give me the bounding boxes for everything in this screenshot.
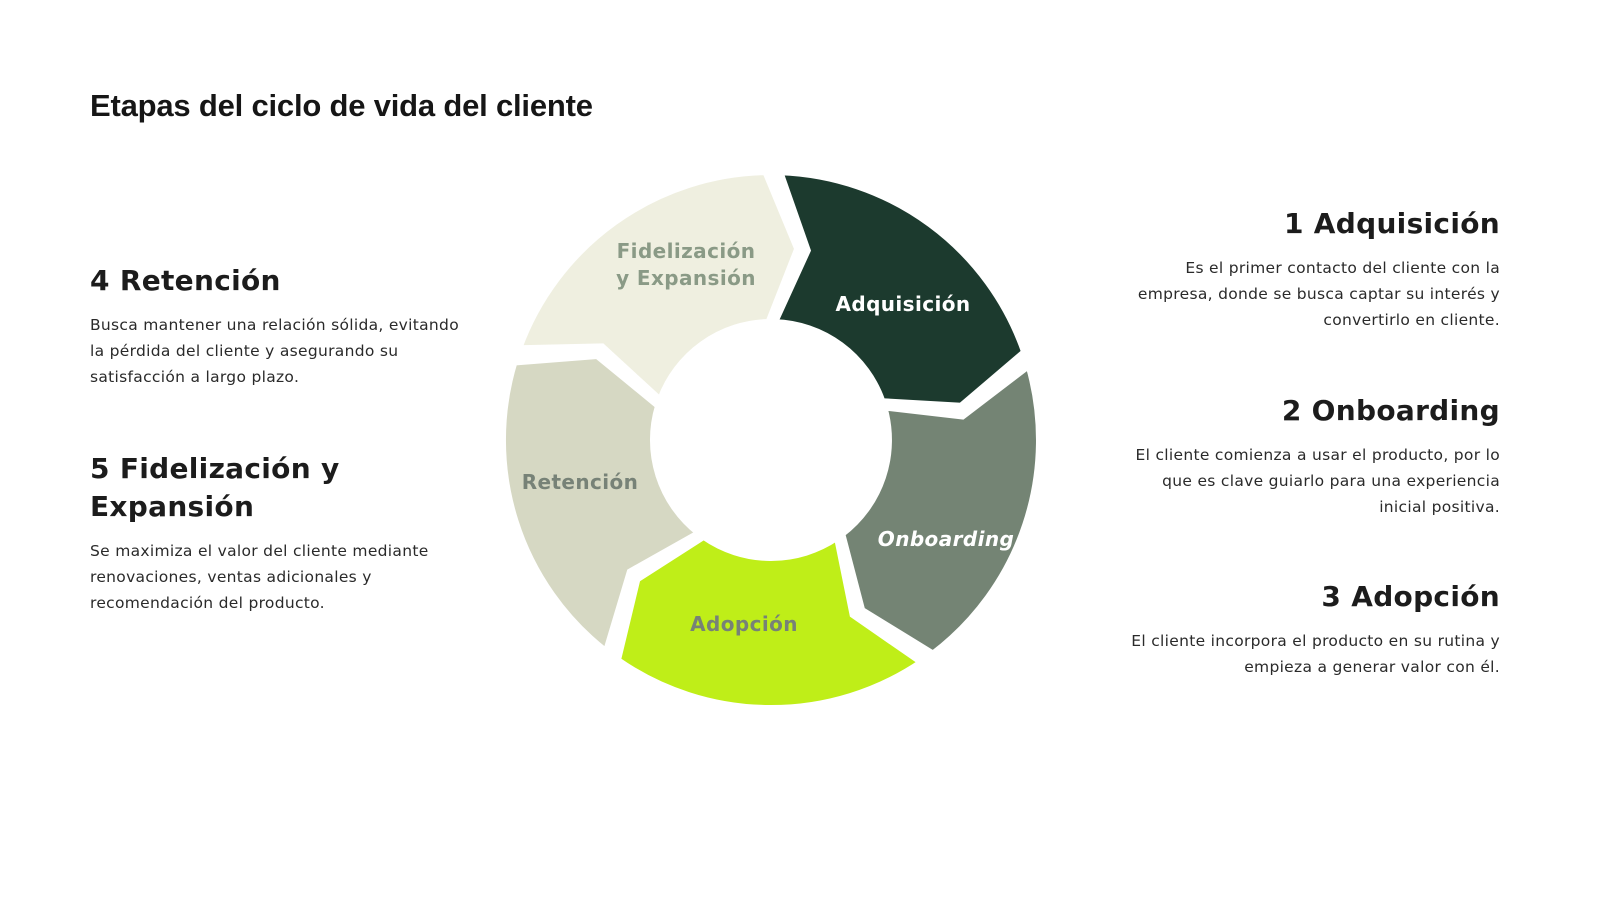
segment-label-retencion: Retención (522, 470, 639, 494)
stage-card-onboarding: 2 Onboarding El cliente comienza a usar … (1100, 392, 1500, 520)
segment-label-line: y Expansión (616, 266, 756, 290)
stage-heading: 1 Adquisición (1283, 207, 1500, 240)
segment-onboarding (838, 361, 1042, 658)
stage-description: Es el primer contacto del cliente con la… (1137, 259, 1500, 329)
page-title: Etapas del ciclo de vida del cliente (90, 88, 593, 123)
stage-heading: 5 Fidelización y Expansión (90, 452, 340, 523)
stage-heading: 3 Adopción (1321, 580, 1500, 613)
segment-fidelizacion (514, 169, 801, 405)
segment-label-adopcion: Adopción (690, 612, 798, 636)
segment-label-line: Fidelización (617, 239, 756, 263)
stage-heading: 2 Onboarding (1281, 394, 1500, 427)
segment-label-fidelizacion: Fidelización y Expansión (616, 239, 756, 290)
stage-description: Se maximiza el valor del cliente mediant… (90, 542, 429, 612)
stage-card-retencion: 4 Retención Busca mantener una relación … (90, 262, 470, 390)
segment-label-adquisicion: Adquisición (835, 292, 970, 316)
stage-card-fidelizacion: 5 Fidelización y Expansión Se maximiza e… (90, 450, 470, 616)
stage-card-adopcion: 3 Adopción El cliente incorpora el produ… (1100, 578, 1500, 680)
stage-card-adquisicion: 1 Adquisición Es el primer contacto del … (1100, 205, 1500, 333)
segment-label-onboarding: Onboarding (878, 527, 1014, 551)
stage-heading: 4 Retención (90, 264, 281, 297)
stage-description: El cliente incorpora el producto en su r… (1131, 632, 1500, 676)
stage-description: El cliente comienza a usar el producto, … (1135, 446, 1500, 516)
segment-adopcion (614, 532, 927, 712)
segment-adquisicion (770, 169, 1028, 409)
stage-description: Busca mantener una relación sólida, evit… (90, 316, 459, 386)
segment-retencion (499, 352, 704, 657)
